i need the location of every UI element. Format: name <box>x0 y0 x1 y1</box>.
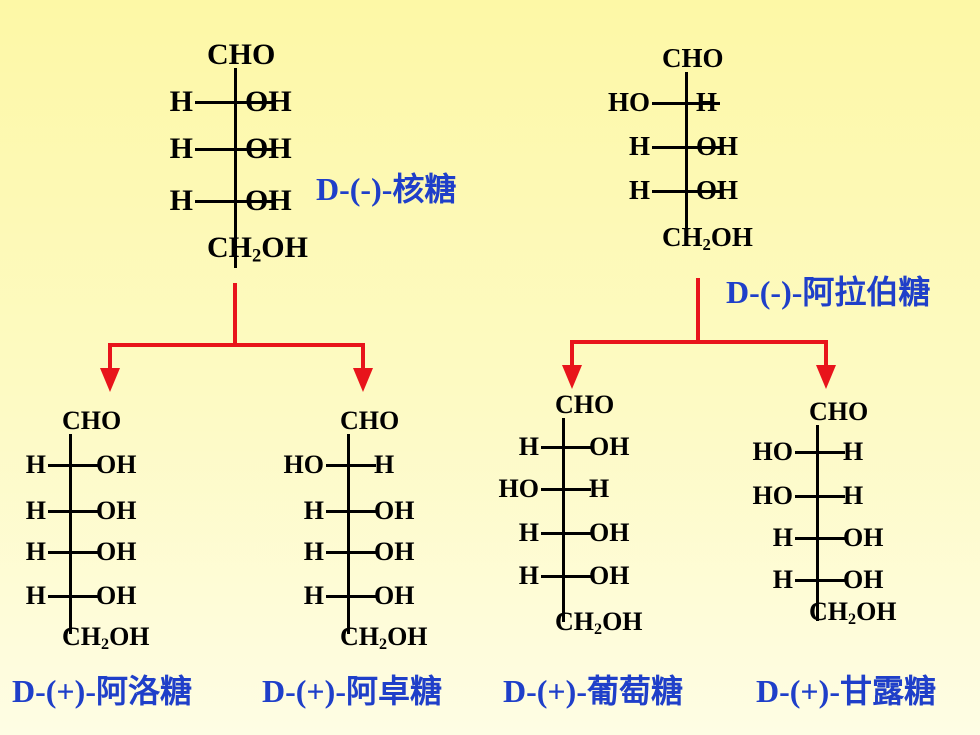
cross-line <box>652 102 720 105</box>
cross-line <box>195 200 275 203</box>
right-group: OH <box>374 496 415 525</box>
mannose-name: D-(+)-甘露糖 <box>756 672 936 710</box>
right-group: OH <box>696 175 739 205</box>
left-group: H <box>303 496 324 525</box>
arrow-head-allose <box>100 368 120 392</box>
cross-line <box>195 148 275 151</box>
right-group: OH <box>374 581 415 610</box>
left-group: HO <box>752 437 793 466</box>
ribose-branch <box>108 283 365 370</box>
left-group: H <box>518 561 539 590</box>
cross-line <box>48 551 98 554</box>
cross-line <box>652 190 720 193</box>
left-group: H <box>25 581 46 610</box>
backbone-line <box>685 72 688 238</box>
right-group: H <box>843 481 864 510</box>
left-group: H <box>772 523 793 552</box>
top-group: CHO <box>340 406 400 435</box>
arrow-head-altrose <box>353 368 373 392</box>
cross-line <box>541 575 591 578</box>
right-group: H <box>696 87 718 117</box>
backbone-line <box>347 434 350 634</box>
backbone-line <box>562 418 565 622</box>
left-group: H <box>25 537 46 566</box>
backbone-line <box>816 425 819 621</box>
right-group: OH <box>245 85 292 118</box>
arabinose-name: D-(-)-阿拉伯糖 <box>726 273 931 311</box>
cross-line <box>795 451 845 454</box>
right-group: H <box>374 450 395 479</box>
cross-line <box>326 464 376 467</box>
bottom-group: CH2OH <box>662 222 753 255</box>
left-group: H <box>25 450 46 479</box>
cross-line <box>795 537 845 540</box>
left-group: H <box>518 432 539 461</box>
left-group: H <box>628 131 650 161</box>
left-group: HO <box>607 87 650 117</box>
right-group: OH <box>843 523 884 552</box>
cross-line <box>326 551 376 554</box>
altrose-name: D-(+)-阿卓糖 <box>262 672 442 710</box>
cross-line <box>48 464 98 467</box>
cross-line <box>326 595 376 598</box>
ribose-name: D-(-)-核糖 <box>316 170 457 208</box>
left-group: HO <box>498 474 539 503</box>
top-group: CHO <box>809 397 869 426</box>
top-group: CHO <box>662 43 724 73</box>
cross-line <box>541 446 591 449</box>
right-group: OH <box>589 561 630 590</box>
backbone-line <box>69 434 72 634</box>
right-group: OH <box>696 131 739 161</box>
left-group: H <box>169 85 193 118</box>
right-group: OH <box>96 450 137 479</box>
top-group: CHO <box>555 390 615 419</box>
left-group: H <box>303 581 324 610</box>
right-group: OH <box>96 581 137 610</box>
cross-line <box>48 595 98 598</box>
glucose-name: D-(+)-葡萄糖 <box>503 672 683 710</box>
right-group: OH <box>589 432 630 461</box>
bottom-group: CH2OH <box>809 597 897 629</box>
arrow-head-mannose <box>816 365 836 389</box>
bottom-group: CH2OH <box>555 607 643 639</box>
left-group: H <box>25 496 46 525</box>
left-group: HO <box>752 481 793 510</box>
cross-line <box>541 532 591 535</box>
left-group: H <box>628 175 650 205</box>
left-group: H <box>169 184 193 217</box>
left-group: H <box>169 132 193 165</box>
cross-line <box>326 510 376 513</box>
right-group: OH <box>96 537 137 566</box>
branch-line <box>108 343 365 370</box>
bottom-group: CH2OH <box>207 231 308 267</box>
arabinose-branch <box>570 278 828 367</box>
bottom-group: CH2OH <box>340 622 428 654</box>
bottom-group: CH2OH <box>62 622 150 654</box>
right-group: OH <box>374 537 415 566</box>
allose-name: D-(+)-阿洛糖 <box>12 672 192 710</box>
cross-line <box>48 510 98 513</box>
left-group: H <box>518 518 539 547</box>
right-group: OH <box>589 518 630 547</box>
right-group: OH <box>245 132 292 165</box>
left-group: H <box>303 537 324 566</box>
left-group: HO <box>283 450 324 479</box>
cross-line <box>652 146 720 149</box>
top-group: CHO <box>62 406 122 435</box>
right-group: OH <box>843 565 884 594</box>
cross-line <box>795 579 845 582</box>
cross-line <box>795 495 845 498</box>
left-group: H <box>772 565 793 594</box>
backbone-line <box>234 68 237 268</box>
arrow-head-glucose <box>562 365 582 389</box>
right-group: OH <box>96 496 137 525</box>
top-group: CHO <box>207 38 276 71</box>
cross-line <box>195 101 275 104</box>
branch-line <box>570 340 828 367</box>
right-group: H <box>589 474 610 503</box>
right-group: H <box>843 437 864 466</box>
right-group: OH <box>245 184 292 217</box>
cross-line <box>541 488 591 491</box>
